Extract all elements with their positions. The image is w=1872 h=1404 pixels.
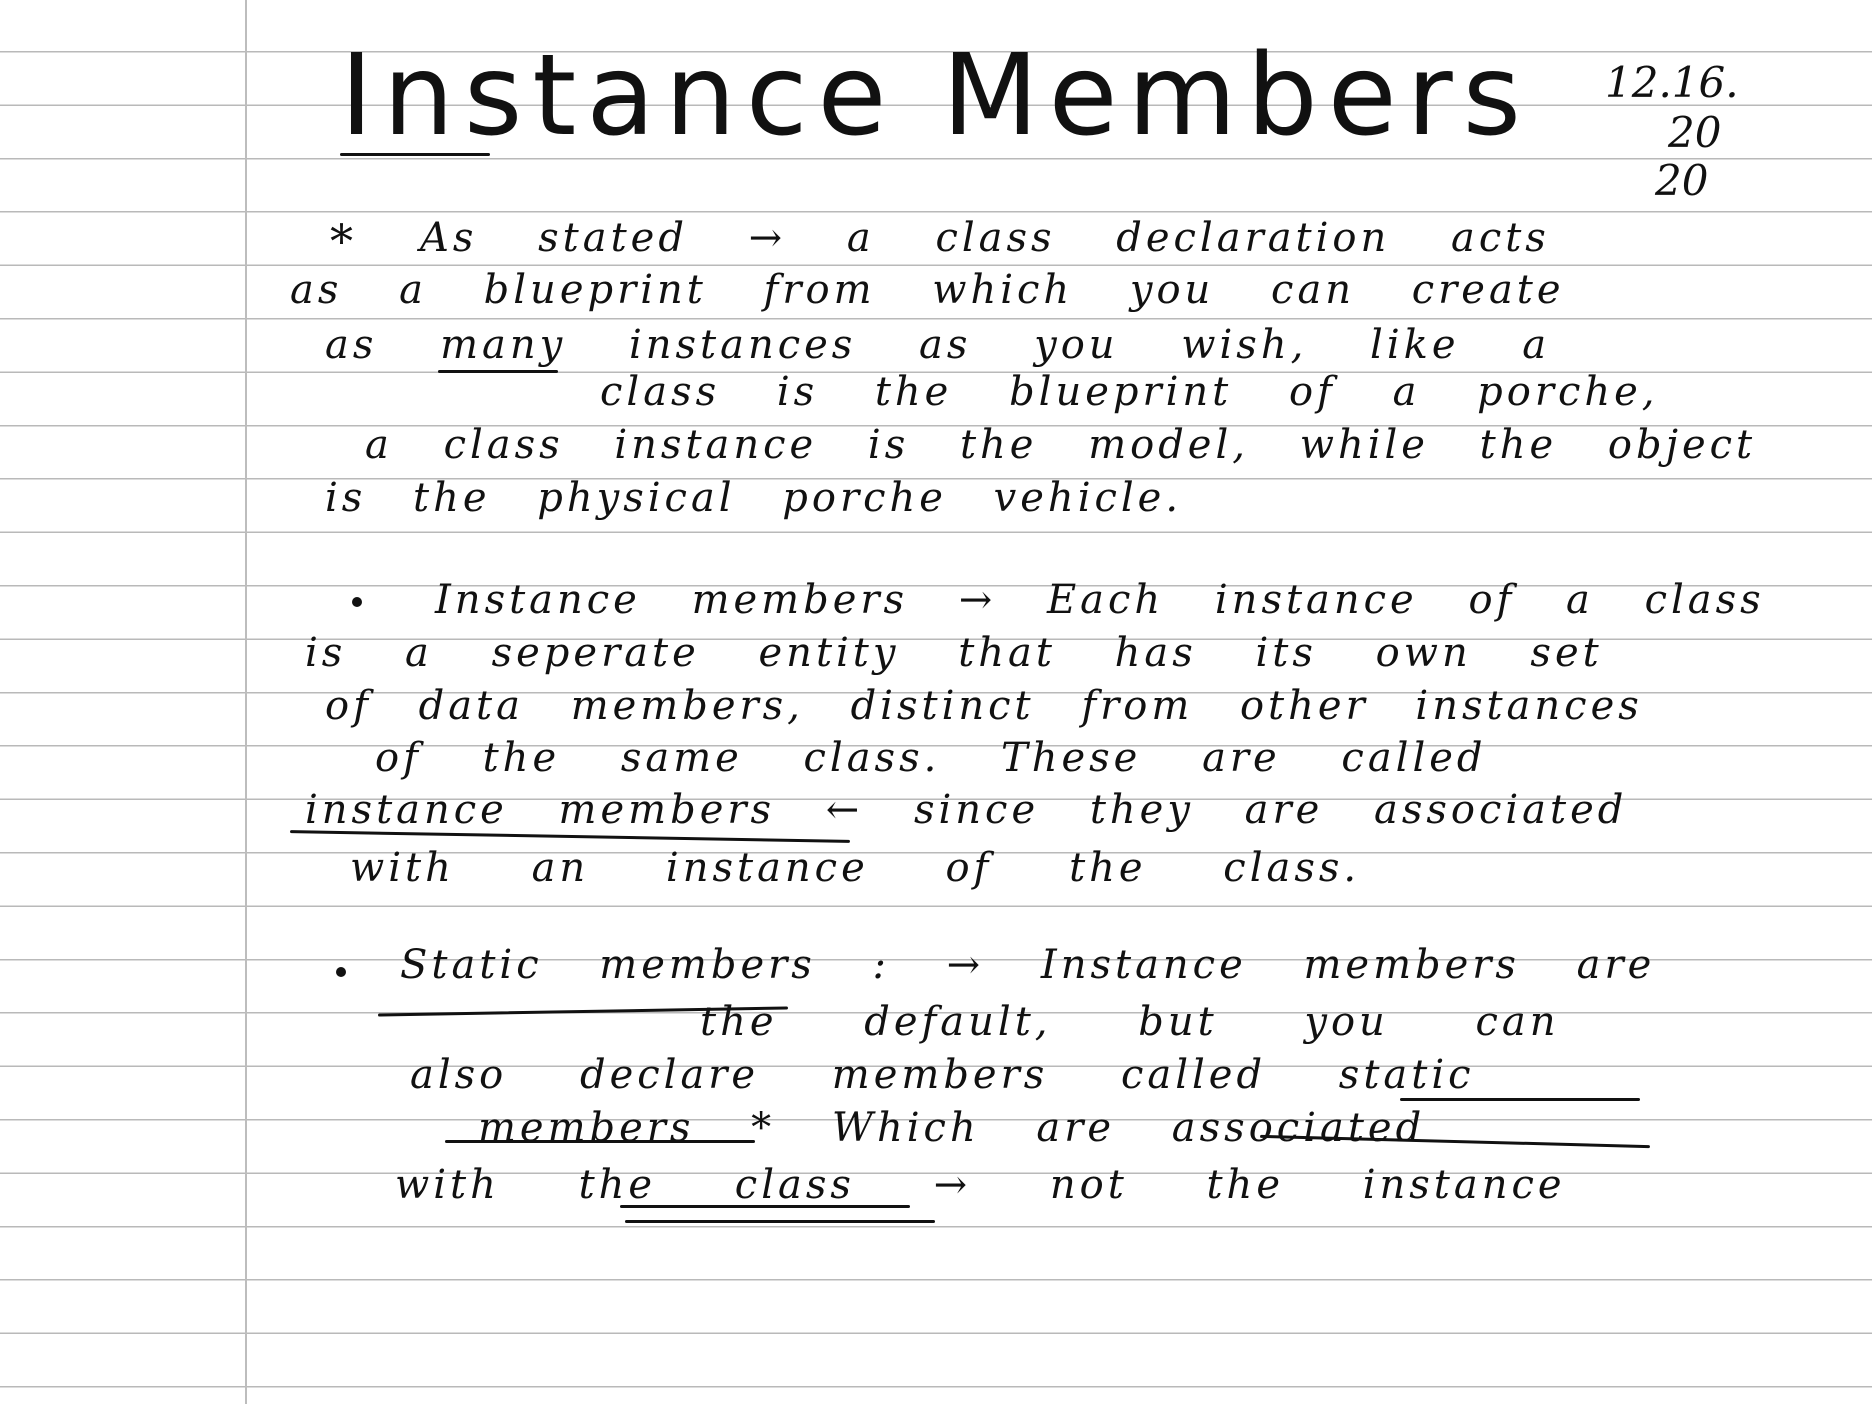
paragraph3-line: also declare members called static — [410, 1052, 1475, 1098]
paragraph1-line: is the physical porche vehicle. — [325, 475, 1183, 521]
date-line-2: 20 — [1668, 108, 1722, 157]
paragraph3-line: with the class → not the instance — [395, 1162, 1566, 1208]
paragraph2-line: instance members ← since they are associ… — [305, 787, 1628, 833]
title-underline-stroke — [340, 153, 490, 156]
paragraph2-line: of the same class. These are called — [375, 735, 1487, 781]
paragraph3-line: Static members : → Instance members are — [400, 942, 1656, 988]
page-title: Instance Members — [340, 31, 1532, 161]
paragraph2-line: Instance members → Each instance of a cl… — [435, 577, 1765, 623]
margin-line — [245, 0, 247, 1404]
underline-many — [438, 370, 558, 373]
paragraph2-line: is a seperate entity that has its own se… — [305, 630, 1603, 676]
paragraph1-line: a class instance is the model, while the… — [365, 422, 1757, 468]
date-line-3: 20 — [1655, 156, 1709, 205]
bullet-point — [352, 597, 362, 607]
underline-static — [1400, 1098, 1640, 1101]
bullet-point — [336, 967, 346, 977]
paragraph1-line: class is the blueprint of a porche, — [600, 369, 1659, 415]
paragraph1-line: as a blueprint from which you can create — [290, 267, 1565, 313]
paragraph3-line: the default, but you can — [700, 999, 1560, 1045]
underline-the-class — [620, 1205, 910, 1208]
paragraph1-line: As stated → a class declaration acts — [420, 215, 1550, 261]
paragraph2-line: of data members, distinct from other ins… — [325, 683, 1643, 729]
paragraph2-line: with an instance of the class. — [350, 845, 1361, 891]
paragraph1-line: as many instances as you wish, like a — [325, 322, 1551, 368]
underline-members — [445, 1140, 755, 1143]
date-line-1: 12.16. — [1605, 58, 1739, 107]
paragraph1-marker: * — [330, 214, 357, 268]
double-underline-the-class — [625, 1220, 935, 1223]
